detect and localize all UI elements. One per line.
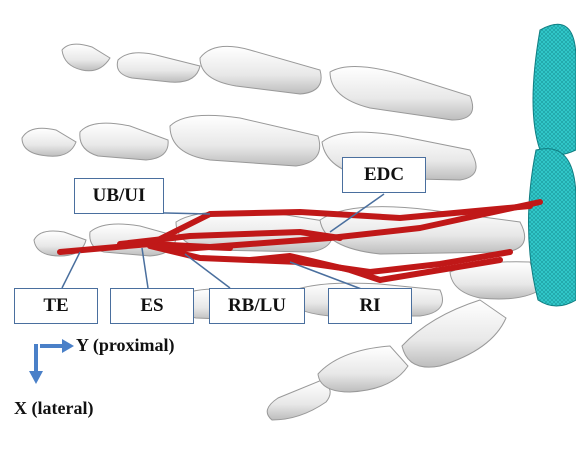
label-es: ES: [110, 288, 194, 324]
label-edc: EDC: [342, 157, 426, 193]
label-ub-ui: UB/UI: [74, 178, 164, 214]
axis-arrows: [29, 339, 74, 384]
label-rb-lu: RB/LU: [209, 288, 305, 324]
label-te: TE: [14, 288, 98, 324]
finger-1-bones: [62, 44, 473, 120]
axis-x-label: X (lateral): [14, 398, 93, 419]
axis-y-label: Y (proximal): [76, 335, 175, 356]
carpal-mesh: [528, 24, 576, 306]
label-ri: RI: [328, 288, 412, 324]
